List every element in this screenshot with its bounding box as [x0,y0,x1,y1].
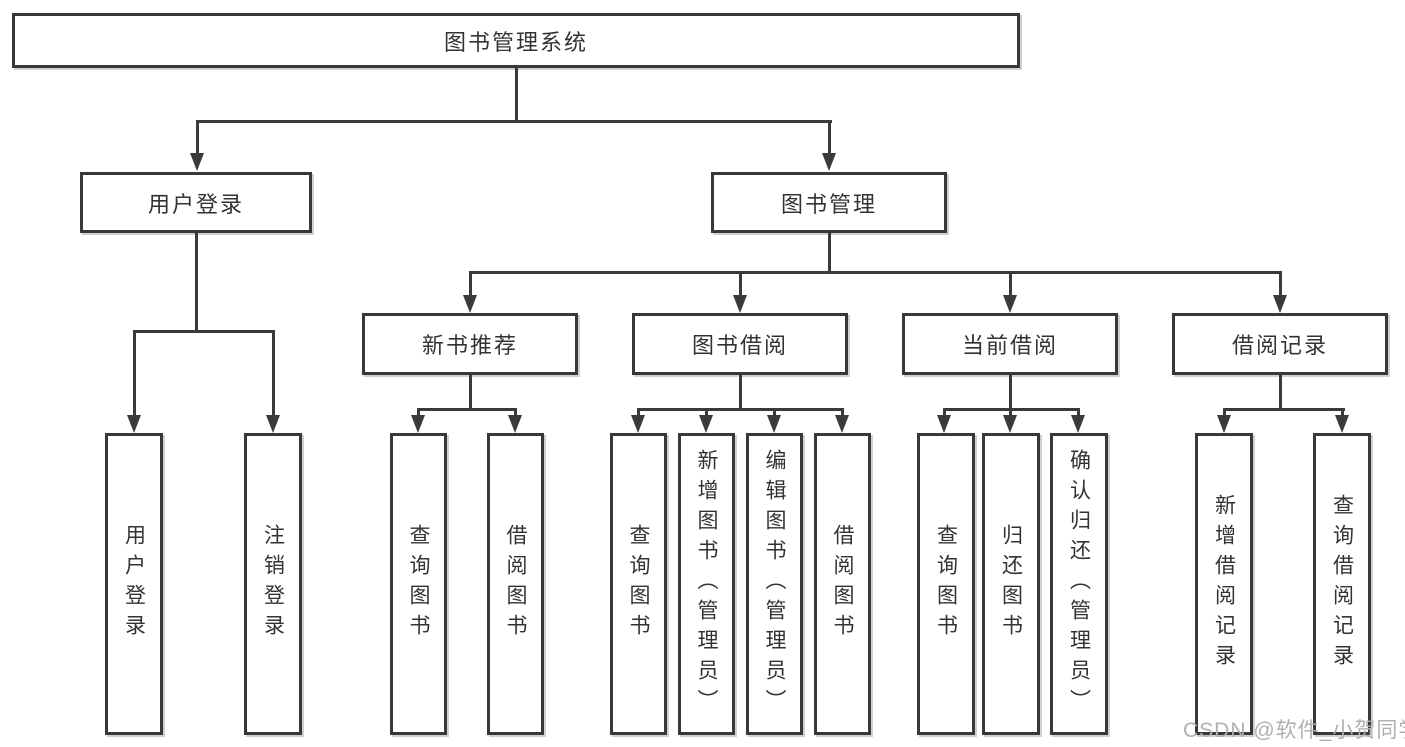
arrowhead-down-icon [767,415,781,433]
node-label: 图书管理系统 [443,29,588,55]
leaf-borrow-books-recommend: 借阅图书 [487,433,544,735]
node-label: 借阅记录 [1231,333,1328,358]
connector-line [828,233,831,274]
connector-line [828,120,831,155]
leaf-label: 借阅图书 [831,524,854,644]
connector-line [1077,408,1080,417]
connector-line [133,330,136,416]
node-book-management: 图书管理 [711,172,947,233]
node-book-borrowing: 图书借阅 [632,313,848,375]
leaf-return-books: 归还图书 [982,433,1040,735]
connector-line [773,408,776,417]
leaf-logout: 注销登录 [244,433,302,735]
leaf-label: 新增借阅记录 [1212,494,1236,674]
connector-line [1009,408,1012,417]
node-user-login: 用户登录 [80,172,312,233]
leaf-label: 归还图书 [999,524,1023,644]
connector-line [417,408,420,417]
arrowhead-down-icon [631,415,645,433]
leaf-user-login: 用户登录 [105,433,163,735]
node-new-book-recommend: 新书推荐 [362,313,578,375]
arrowhead-down-icon [1273,295,1287,313]
arrowhead-down-icon [1003,415,1017,433]
node-label: 当前借阅 [961,333,1058,358]
leaf-label: 用户登录 [122,524,146,644]
leaf-borrow-books: 借阅图书 [814,433,871,735]
connector-line [1279,375,1282,410]
leaf-query-borrow-record: 查询借阅记录 [1313,433,1371,735]
csdn-watermark: CSDN @软件_小贺同学 [1183,719,1405,742]
arrowhead-down-icon [127,415,141,433]
connector-line [133,330,274,333]
connector-line [417,408,517,411]
leaf-label: 注销登录 [261,524,285,644]
arrowhead-down-icon [411,415,425,433]
leaf-label: 查询借阅记录 [1330,494,1354,674]
leaf-label: 新增图书（管理员） [695,449,718,719]
connector-line [469,271,1282,274]
connector-line [943,408,946,417]
connector-line [637,408,640,417]
leaf-query-books-current: 查询图书 [917,433,975,735]
connector-line [469,271,472,297]
connector-line [272,330,275,416]
leaf-query-books-recommend: 查询图书 [390,433,447,735]
leaf-label: 借阅图书 [504,524,527,644]
leaf-label: 确认归还（管理员） [1067,449,1091,719]
connector-line [739,375,742,410]
leaf-edit-books-admin: 编辑图书（管理员） [746,433,803,735]
arrowhead-down-icon [508,415,522,433]
node-borrowing-records: 借阅记录 [1172,313,1388,375]
node-label: 新书推荐 [421,333,518,358]
connector-line [705,408,708,417]
arrowhead-down-icon [835,415,849,433]
arrowhead-down-icon [266,415,280,433]
connector-line [1009,375,1012,410]
connector-line [514,408,517,417]
connector-line [469,375,472,410]
connector-line [196,120,199,155]
connector-line [195,233,198,332]
arrowhead-down-icon [937,415,951,433]
leaf-label: 编辑图书（管理员） [763,449,786,719]
leaf-label: 查询图书 [934,524,958,644]
arrowhead-down-icon [1217,415,1231,433]
arrowhead-down-icon [699,415,713,433]
node-current-borrowing: 当前借阅 [902,313,1118,375]
arrowhead-down-icon [463,295,477,313]
connector-line [1223,408,1345,411]
connector-line [841,408,844,417]
connector-line [1341,408,1344,417]
arrowhead-down-icon [733,295,747,313]
leaf-add-borrow-record: 新增借阅记录 [1195,433,1253,735]
arrowhead-down-icon [822,153,836,171]
leaf-label: 查询图书 [627,524,650,644]
arrowhead-down-icon [190,153,204,171]
arrowhead-down-icon [1071,415,1085,433]
leaf-add-books-admin: 新增图书（管理员） [678,433,735,735]
node-library-system: 图书管理系统 [12,13,1020,68]
arrowhead-down-icon [1335,415,1349,433]
node-label: 用户登录 [147,191,244,217]
node-label: 图书借阅 [691,333,788,358]
connector-line [196,120,832,123]
node-label: 图书管理 [780,191,877,217]
connector-line [1223,408,1226,417]
leaf-label: 查询图书 [407,524,430,644]
connector-line [637,408,844,411]
connector-line [1279,271,1282,297]
arrowhead-down-icon [1003,295,1017,313]
connector-line [515,68,518,121]
leaf-confirm-return-admin: 确认归还（管理员） [1050,433,1108,735]
connector-line [1009,271,1012,297]
connector-line [739,271,742,297]
leaf-query-books-borrowing: 查询图书 [610,433,667,735]
